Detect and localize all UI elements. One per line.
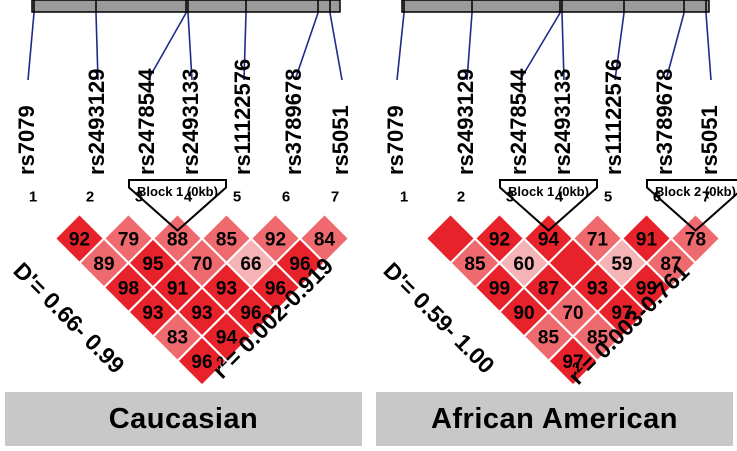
ld-cell-value: 89 [93, 254, 114, 275]
ld-cell-value: 94 [538, 230, 560, 251]
snp-label: rs5051 [697, 105, 722, 175]
snp-connector-line [294, 12, 319, 81]
haplotype-block-label: Block 2 (0kb) [655, 184, 736, 199]
ld-cell-value: 88 [167, 230, 188, 251]
ld-cell-value: 93 [587, 279, 608, 300]
population-label-african-american: African American [430, 402, 679, 435]
ld-cell-value: 93 [191, 303, 212, 324]
snp-connector-line [187, 12, 193, 81]
snp-label: rs2478544 [506, 68, 531, 175]
ld-cell-value: 78 [685, 230, 706, 251]
ld-cell-value: 85 [538, 328, 560, 349]
marker-number: 5 [604, 189, 612, 206]
ld-cell-value: 96 [265, 279, 286, 300]
ld-cell-value: 93 [216, 279, 237, 300]
ld-cell-value: 87 [538, 279, 559, 300]
snp-connector-line [95, 12, 99, 81]
ld-cell-value: 94 [216, 328, 238, 349]
haplotype-block-outline [646, 179, 737, 232]
ld-cell-value: 84 [314, 230, 336, 251]
snp-label: rs7079 [14, 105, 39, 175]
snp-label: rs2493129 [84, 69, 109, 175]
ld-cell-value: 90 [513, 303, 534, 324]
marker-number: 2 [457, 189, 465, 206]
ld-panel-african-american: rs7079 rs2493129 rs2478544 rs2493133 rs11122… [378, 0, 737, 390]
ld-cell-value: 99 [489, 279, 510, 300]
genomic-position-bar [401, 0, 710, 13]
haplotype-block-label: Block 1 (0kb) [508, 184, 589, 199]
snp-connector-line [466, 12, 473, 81]
snp-label: rs2493129 [453, 69, 478, 175]
ld-cell-value: 71 [587, 230, 609, 251]
snp-connector-line [665, 12, 685, 81]
marker-number: 2 [86, 189, 94, 206]
snp-connector-line [329, 12, 343, 81]
ld-cell-value: 97 [611, 303, 632, 324]
ld-cell-value: 97 [562, 352, 583, 373]
ld-cell-value: 85 [587, 328, 609, 349]
ld-cell-value: 87 [660, 254, 681, 275]
ld-cell-value: 93 [142, 303, 163, 324]
snp-label: rs2493133 [178, 69, 203, 175]
marker-number: 6 [282, 189, 290, 206]
marker-number: 7 [702, 189, 710, 206]
ld-cell-value: 59 [611, 254, 632, 275]
ld-cell-value: 92 [265, 230, 286, 251]
snp-label: rs3789678 [281, 69, 306, 175]
population-label-box-african-american: African American [376, 392, 733, 446]
haplotype-block-label: Block 1 (0kb) [137, 184, 218, 199]
snp-label: rs11122576 [230, 59, 255, 175]
ld-cell-value: 70 [191, 254, 212, 275]
snp-connector-line [27, 12, 35, 81]
marker-number: 1 [29, 189, 37, 206]
snp-connector-line [614, 12, 625, 81]
snp-label: rs2478544 [134, 68, 159, 175]
haplotype-block-outline [128, 179, 227, 232]
snp-connector-line [147, 12, 187, 81]
snp-label: rs5051 [328, 105, 353, 175]
snp-connector-line [519, 12, 561, 81]
ld-panel-caucasian: rs7079 rs2493129 rs2478544 rs2493133 rs11122… [8, 0, 353, 387]
snp-label: rs2493133 [550, 69, 575, 175]
marker-number: 4 [184, 189, 193, 206]
ld-cell-value: 91 [636, 230, 658, 251]
ld-cell-value: 91 [167, 279, 189, 300]
marker-number: 7 [331, 189, 339, 206]
ld-cell-value: 79 [118, 230, 139, 251]
marker-number: 5 [233, 189, 241, 206]
haplotype-block-outline [499, 179, 598, 232]
snp-connector-line [396, 12, 405, 81]
ld-cell-value: 95 [142, 254, 164, 275]
ld-cell-value: 66 [240, 254, 261, 275]
population-label-box-caucasian: Caucasian [5, 392, 362, 446]
ld-cell-value: 92 [489, 230, 510, 251]
ld-cell-value: 98 [118, 279, 139, 300]
ld-cell-value: 96 [289, 254, 310, 275]
snp-label: rs3789678 [652, 69, 677, 175]
snp-connector-line [705, 12, 712, 81]
ld-cell [547, 335, 599, 387]
ld-cell-value: 99 [636, 279, 657, 300]
ld-cell-value: 83 [167, 328, 188, 349]
ld-cell-value: 96 [240, 303, 261, 324]
ld-cell-value: 92 [69, 230, 90, 251]
population-label-caucasian: Caucasian [108, 402, 259, 435]
ld-cell [176, 335, 228, 387]
ld-cell-value: 96 [191, 352, 212, 373]
ld-cell-value: 70 [562, 303, 583, 324]
ld-cell-value: 85 [216, 230, 238, 251]
snp-label: rs7079 [383, 105, 408, 175]
snp-connector-line [243, 12, 247, 81]
marker-number: 4 [555, 189, 564, 206]
snp-label: rs11122576 [601, 59, 626, 175]
snp-connector-line [561, 12, 565, 81]
ld-cell-value: 60 [513, 254, 534, 275]
ld-cell-value: 85 [464, 254, 486, 275]
marker-number: 1 [400, 189, 408, 206]
